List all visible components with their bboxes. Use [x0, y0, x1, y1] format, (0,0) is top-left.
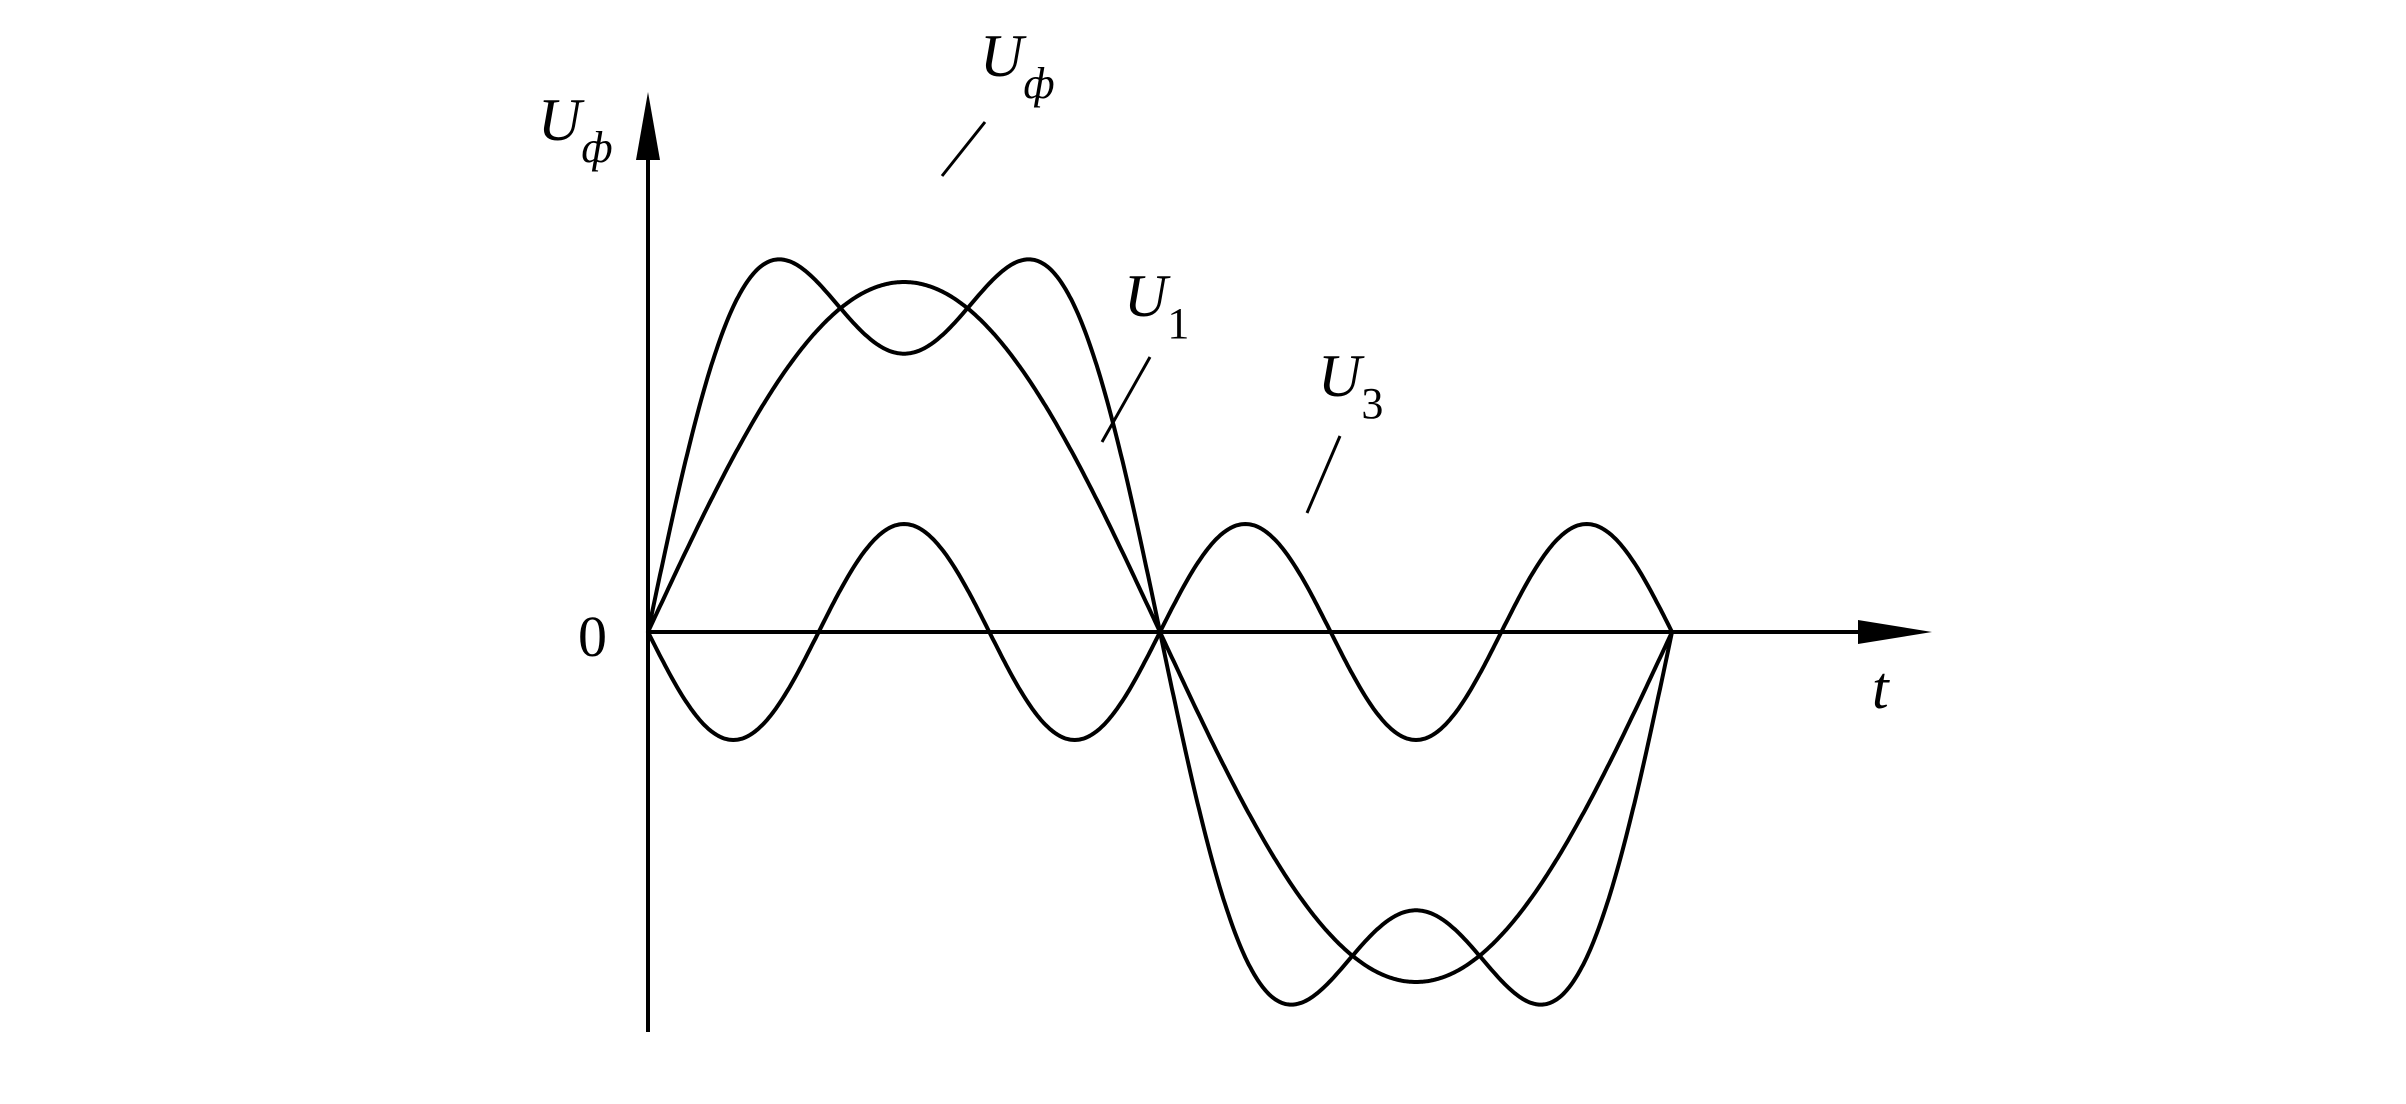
origin-label: 0 — [578, 604, 607, 669]
leader-line-uf — [940, 121, 987, 177]
y-axis-label: Uф — [538, 87, 613, 172]
leader-line-u1 — [1100, 356, 1152, 443]
x-axis-label: t — [1872, 655, 1890, 721]
y-axis-arrow — [636, 92, 660, 160]
curve-label-u3: U3 — [1318, 343, 1383, 428]
axes — [636, 92, 1932, 1032]
x-axis-arrow — [1858, 620, 1932, 644]
curve-label-uf: Uф — [980, 23, 1055, 108]
curve-label-u1: U1 — [1124, 263, 1189, 348]
resultant-wave-uf — [646, 257, 1674, 1007]
leader-line-u3 — [1305, 435, 1342, 514]
